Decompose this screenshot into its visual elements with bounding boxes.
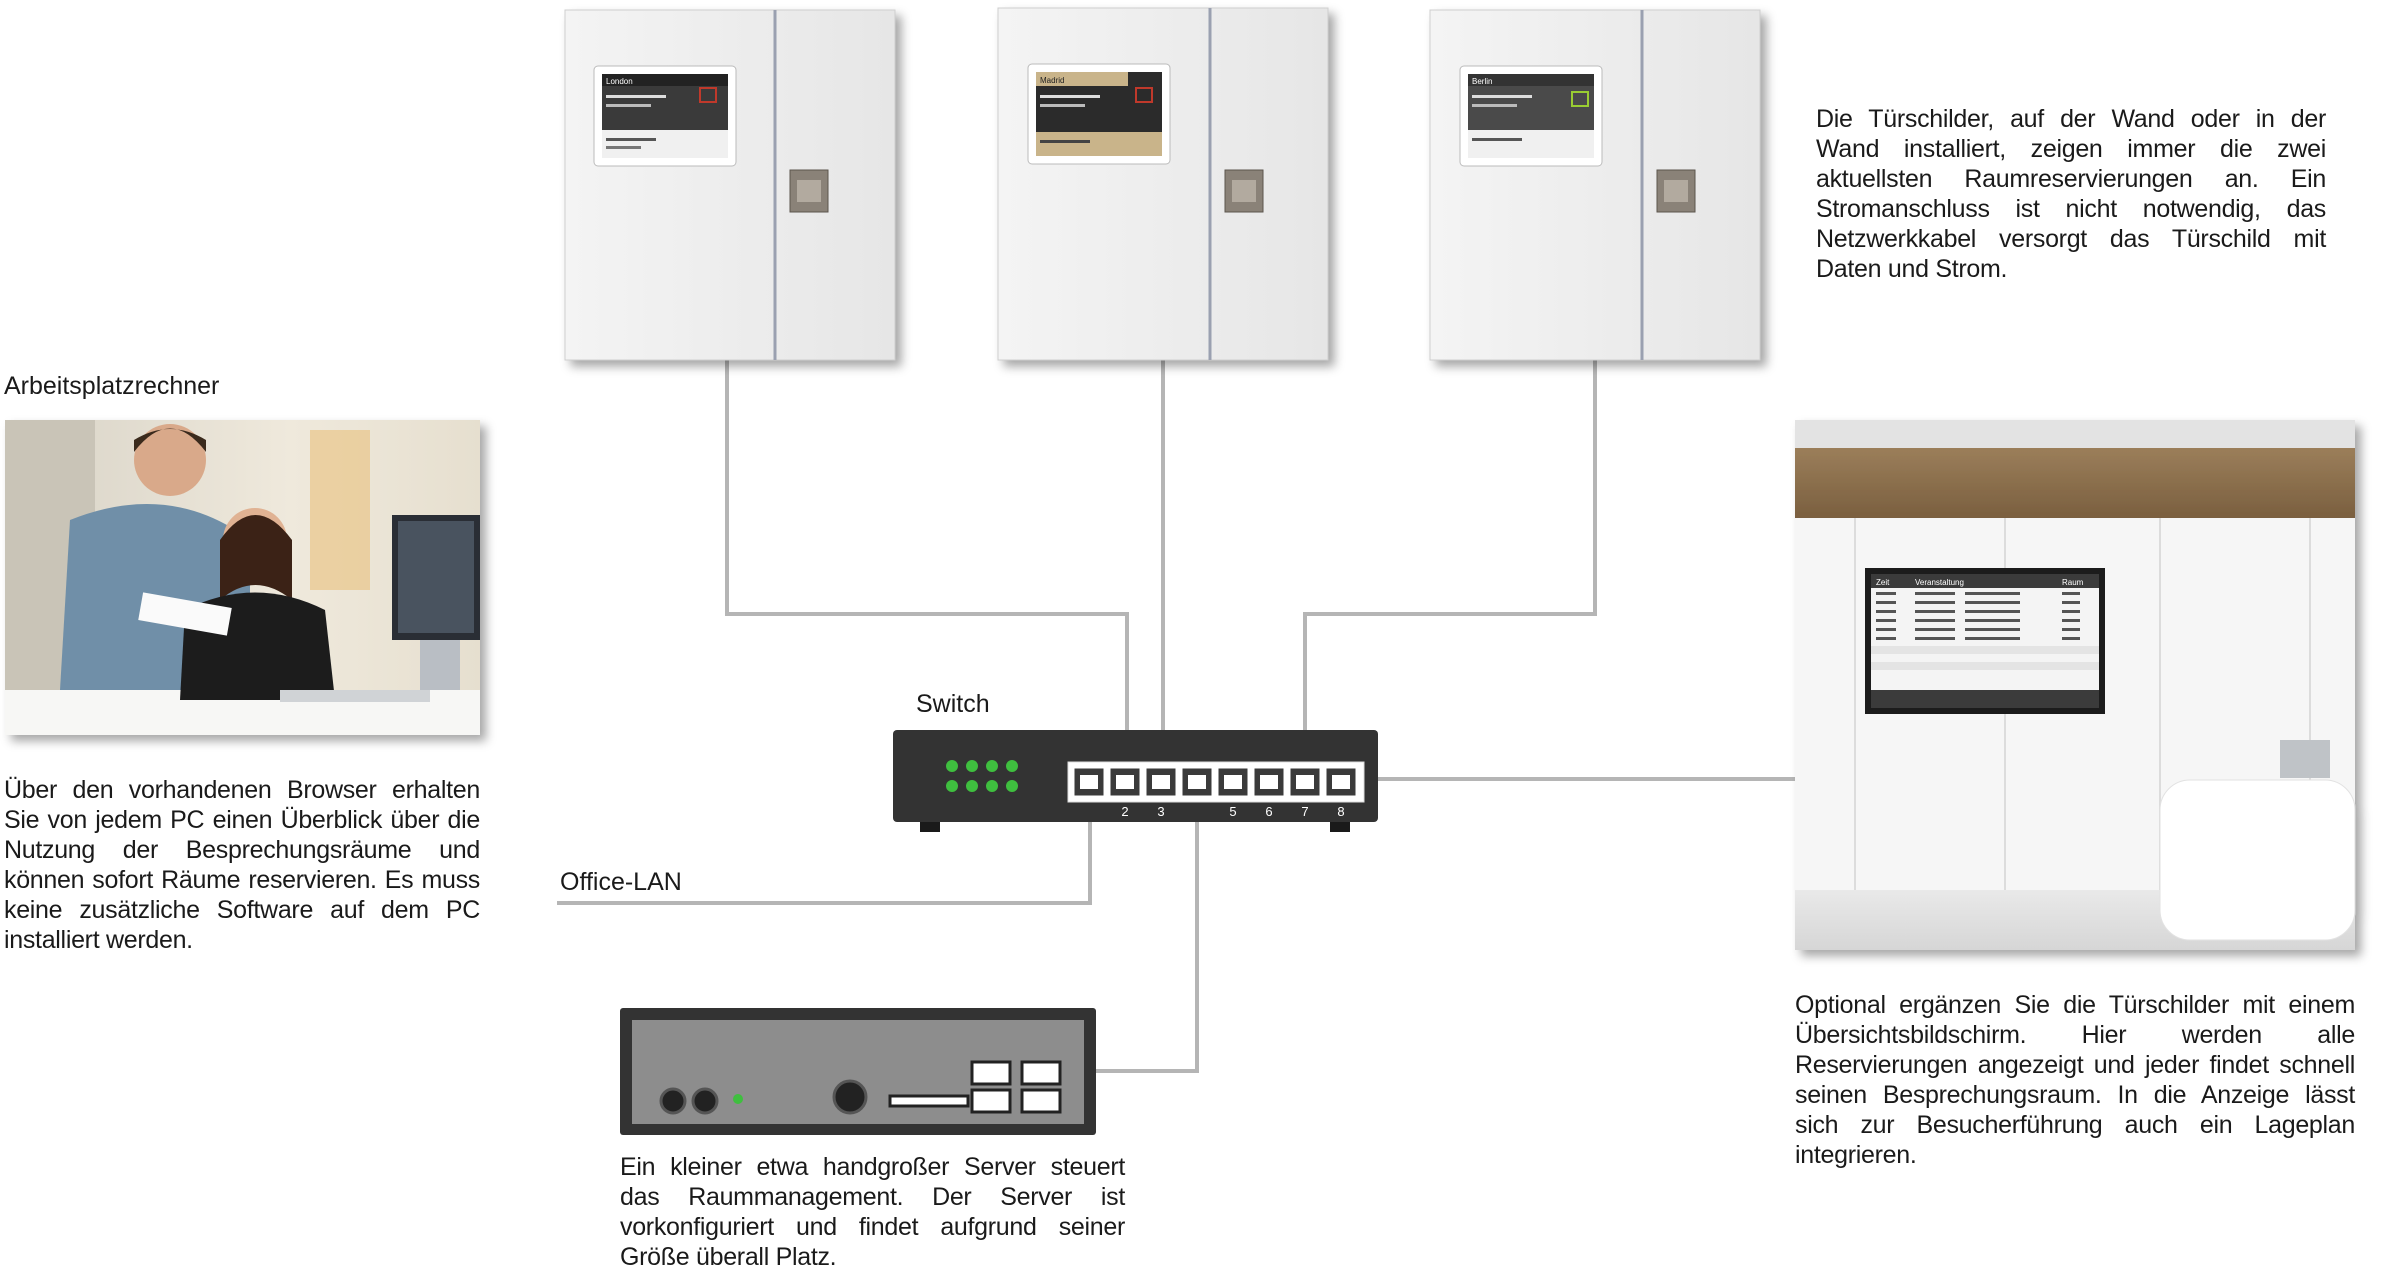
door-sign-display-3: Berlin — [1459, 65, 1603, 167]
port-label-3: 3 — [1157, 804, 1164, 819]
door-signs-description: Die Türschilder, auf der Wand oder in de… — [1816, 105, 2326, 283]
switch-status-leds — [946, 760, 1018, 792]
port-label-8: 8 — [1337, 804, 1344, 819]
door-sign-unit-1 — [564, 9, 896, 361]
door-sign-unit-3 — [1429, 9, 1761, 361]
server-device — [620, 1008, 1096, 1135]
door-sign-room-2: Madrid — [1040, 76, 1064, 85]
switch-label: Switch — [916, 690, 990, 718]
overview-screen-description: Optional ergänzen Sie die Türschilder mi… — [1795, 991, 2355, 1169]
door-sign-display-2: Madrid — [1027, 63, 1171, 165]
door-sign-room-3: Berlin — [1472, 77, 1492, 86]
overview-screen: Zeit Veranstaltung Raum — [1865, 568, 2105, 714]
overview-header-room: Raum — [2062, 578, 2084, 587]
port-label-5: 5 — [1229, 804, 1236, 819]
cable-office-lan — [557, 790, 1092, 905]
port-label-7: 7 — [1301, 804, 1308, 819]
network-cables — [557, 360, 1795, 1073]
workstation-description: Über den vorhandenen Browser erhalten Si… — [4, 776, 480, 954]
server-description: Ein kleiner etwa handgroßer Server steue… — [620, 1153, 1125, 1271]
office-lan-label: Office-LAN — [560, 868, 682, 896]
overview-header-event: Veranstaltung — [1915, 578, 1964, 587]
cable-server — [1096, 790, 1199, 1073]
overview-room-photo: Zeit Veranstaltung Raum — [1795, 420, 2356, 950]
port-label-2: 2 — [1121, 804, 1128, 819]
door-sign-unit-2 — [997, 7, 1329, 361]
switch-ports — [1073, 767, 1357, 797]
overview-header-time: Zeit — [1876, 578, 1890, 587]
workstation-photo — [5, 420, 480, 735]
network-switch: 2 3 5 6 7 8 — [893, 730, 1378, 832]
door-sign-display-1: London — [593, 65, 737, 167]
port-label-6: 6 — [1265, 804, 1272, 819]
door-sign-room-1: London — [606, 77, 633, 86]
workstation-label: Arbeitsplatzrechner — [4, 372, 220, 400]
cable-door-sign-3 — [1303, 360, 1597, 768]
switch-port-numbers: 2 3 5 6 7 8 — [1121, 804, 1344, 819]
cable-door-sign-1 — [725, 360, 1129, 768]
server-usb-ports — [970, 1060, 1062, 1114]
